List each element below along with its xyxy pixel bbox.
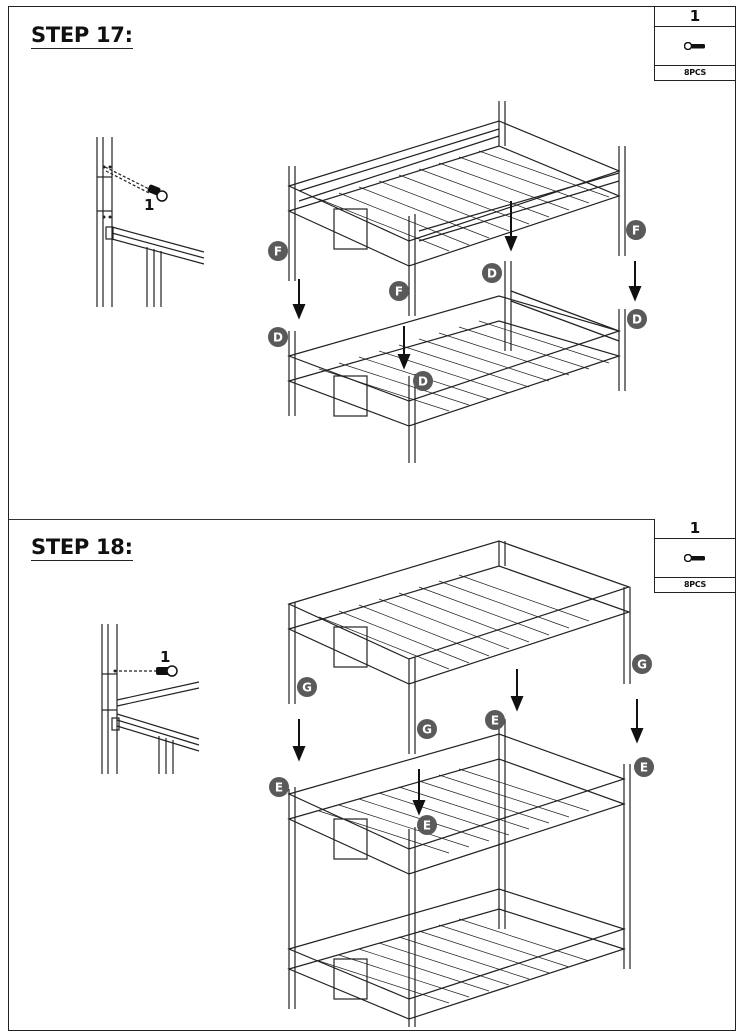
step-title: STEP 17: [31, 23, 133, 49]
label-badges: G G G E E E E [269, 654, 654, 835]
svg-text:G: G [637, 658, 647, 672]
svg-text:E: E [423, 819, 431, 833]
svg-text:F: F [395, 285, 403, 299]
bolt-icon [655, 539, 735, 578]
svg-text:F: F [632, 224, 640, 238]
svg-text:E: E [275, 781, 283, 795]
instruction-page: STEP 17: 1 8PCS 1 [8, 6, 736, 1031]
step-title: STEP 18: [31, 535, 133, 561]
detail-illustration: 1 [96, 137, 205, 307]
bolt-callout: 1 [144, 196, 154, 214]
svg-text:G: G [422, 723, 432, 737]
parts-box: 1 8PCS [654, 7, 735, 81]
detail-illustration: 1 [101, 624, 200, 774]
svg-text:G: G [302, 681, 312, 695]
part-quantity: 8PCS [683, 68, 706, 77]
part-quantity: 8PCS [683, 580, 706, 589]
label-badges: F F F D D D D [268, 220, 647, 391]
svg-text:D: D [273, 331, 283, 345]
svg-text:D: D [632, 313, 642, 327]
bed-assembly-illustration: F F F D D D D [268, 101, 647, 463]
svg-text:E: E [491, 714, 499, 728]
part-number: 1 [655, 7, 735, 27]
bolt-icon [655, 27, 735, 66]
svg-text:F: F [274, 245, 282, 259]
parts-box: 1 8PCS [654, 519, 735, 593]
svg-text:D: D [418, 375, 428, 389]
svg-text:D: D [487, 267, 497, 281]
bed-assembly-illustration: G G G E E E E [269, 540, 654, 1027]
bolt-callout: 1 [160, 648, 170, 666]
step-17-panel: STEP 17: 1 8PCS 1 [9, 7, 735, 520]
step-18-panel: STEP 18: 1 8PCS 1 [9, 519, 735, 1030]
svg-text:E: E [640, 761, 648, 775]
part-number: 1 [655, 519, 735, 539]
